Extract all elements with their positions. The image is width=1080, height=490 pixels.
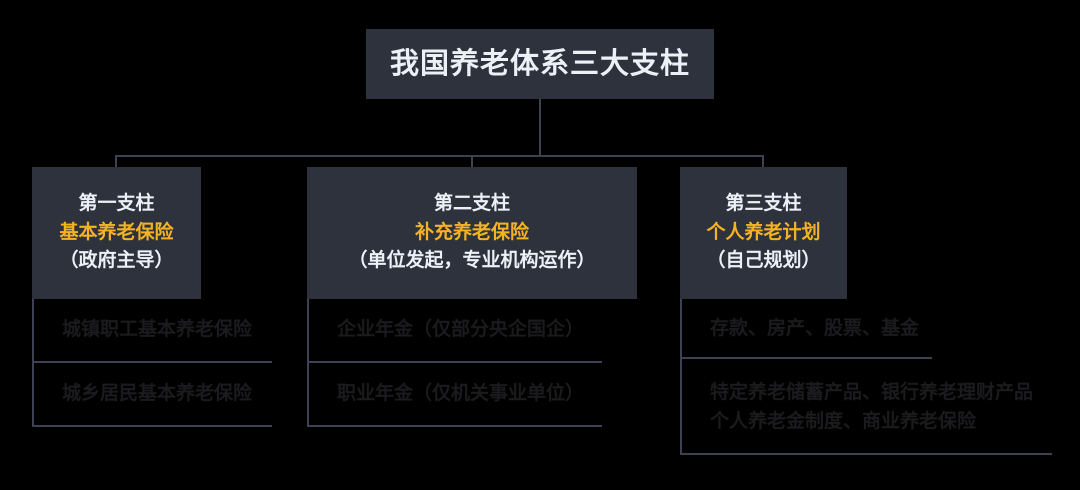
- pillar-2-note: （单位发起，专业机构运作）: [348, 250, 596, 272]
- pillar-2-item-2: 职业年金（仅机关事业单位）: [337, 383, 585, 405]
- connector-trunk-vertical: [539, 99, 541, 155]
- pillar-3-item-2: 特定养老储蓄产品、银行养老理财产品: [710, 381, 1034, 403]
- pillar-1-note: （政府主导）: [59, 250, 174, 272]
- diagram-title-box: 我国养老体系三大支柱: [366, 29, 714, 99]
- pillar-1-item-2: 城乡居民基本养老保险: [62, 383, 253, 405]
- pillar-2-heading: 第二支柱: [433, 192, 510, 214]
- list-item: 特定养老储蓄产品、银行养老理财产品 个人养老金制度、商业养老保险: [680, 359, 1052, 455]
- pillar-box-1: 第一支柱 基本养老保险 （政府主导）: [32, 167, 201, 299]
- list-item: 企业年金（仅部分央企国企）: [309, 299, 602, 363]
- pillar-box-3: 第三支柱 个人养老计划 （自己规划）: [680, 167, 847, 299]
- pillar-1-heading: 第一支柱: [78, 192, 155, 214]
- list-item: 职业年金（仅机关事业单位）: [309, 363, 602, 427]
- pillar-3-item-1: 存款、房产、股票、基金: [710, 318, 920, 340]
- pillar-3-item-3: 个人养老金制度、商业养老保险: [710, 411, 977, 432]
- pillar-1-name: 基本养老保险: [59, 221, 174, 243]
- list-item: 城镇职工基本养老保险: [34, 299, 272, 363]
- pillar-1-item-1: 城镇职工基本养老保险: [62, 319, 253, 341]
- pillar-2-item-1: 企业年金（仅部分央企国企）: [337, 319, 585, 341]
- page-title: 我国养老体系三大支柱: [389, 47, 690, 80]
- connector-horizontal-bus: [115, 155, 764, 157]
- pillar-1-subitem-group: 城镇职工基本养老保险 城乡居民基本养老保险: [32, 299, 272, 427]
- pillar-3-name: 个人养老计划: [706, 221, 821, 243]
- pillar-box-2: 第二支柱 补充养老保险 （单位发起，专业机构运作）: [307, 167, 637, 299]
- list-item: 城乡居民基本养老保险: [34, 363, 272, 427]
- pillar-3-subitem-group: 存款、房产、股票、基金 特定养老储蓄产品、银行养老理财产品 个人养老金制度、商业…: [680, 299, 1052, 455]
- pillar-3-divider-rule: [680, 357, 932, 359]
- connector-drop-pillar-3: [762, 155, 764, 167]
- pillar-2-subitem-group: 企业年金（仅部分央企国企） 职业年金（仅机关事业单位）: [307, 299, 602, 427]
- connector-drop-pillar-2: [471, 155, 473, 167]
- pillar-2-name: 补充养老保险: [414, 221, 529, 243]
- pillar-3-bottom-rule: [680, 453, 1052, 455]
- pillar-3-note: （自己规划）: [706, 250, 821, 272]
- connector-drop-pillar-1: [115, 155, 117, 167]
- pillar-3-heading: 第三支柱: [725, 192, 802, 214]
- list-item: 存款、房产、股票、基金: [680, 299, 1050, 359]
